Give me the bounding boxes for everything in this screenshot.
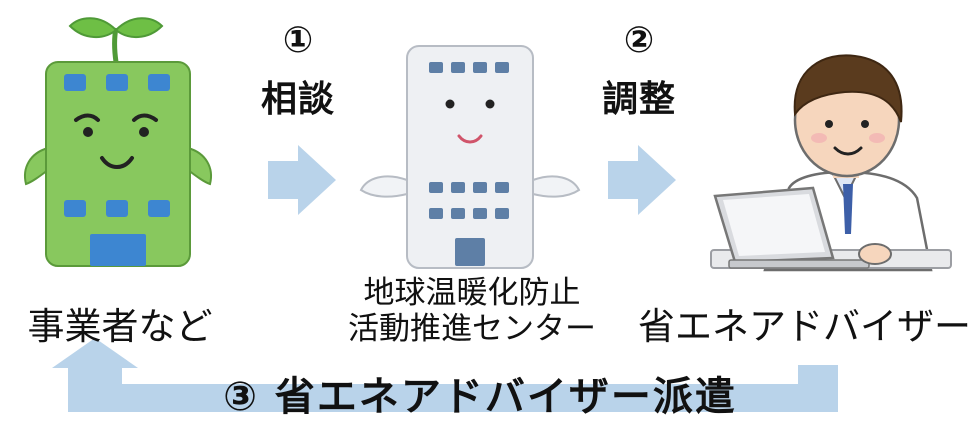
step2-label: 調整 bbox=[601, 79, 676, 120]
step2-number: ② bbox=[623, 20, 655, 61]
return-arrow bbox=[52, 338, 838, 412]
business-building-icon bbox=[24, 17, 212, 267]
advisor-label: 省エネアドバイザー bbox=[638, 305, 971, 348]
step1-number: ① bbox=[282, 20, 314, 61]
business-label: 事業者など bbox=[27, 305, 213, 348]
step1-label: 相談 bbox=[260, 79, 335, 120]
arrow-consult bbox=[268, 145, 336, 215]
diagram-canvas: ① 相談 ② 調整 事業者など 地球温暖化防止 活動推進センター 省エネアドバイ… bbox=[24, 17, 971, 420]
center-building-icon bbox=[359, 45, 581, 269]
advisor-person-icon bbox=[710, 54, 952, 272]
center-label-line2: 活動推進センター bbox=[348, 311, 596, 347]
step3-label: ③ 省エネアドバイザー派遣 bbox=[223, 374, 737, 420]
arrow-adjust bbox=[608, 145, 676, 215]
center-label-line1: 地球温暖化防止 bbox=[363, 275, 581, 311]
